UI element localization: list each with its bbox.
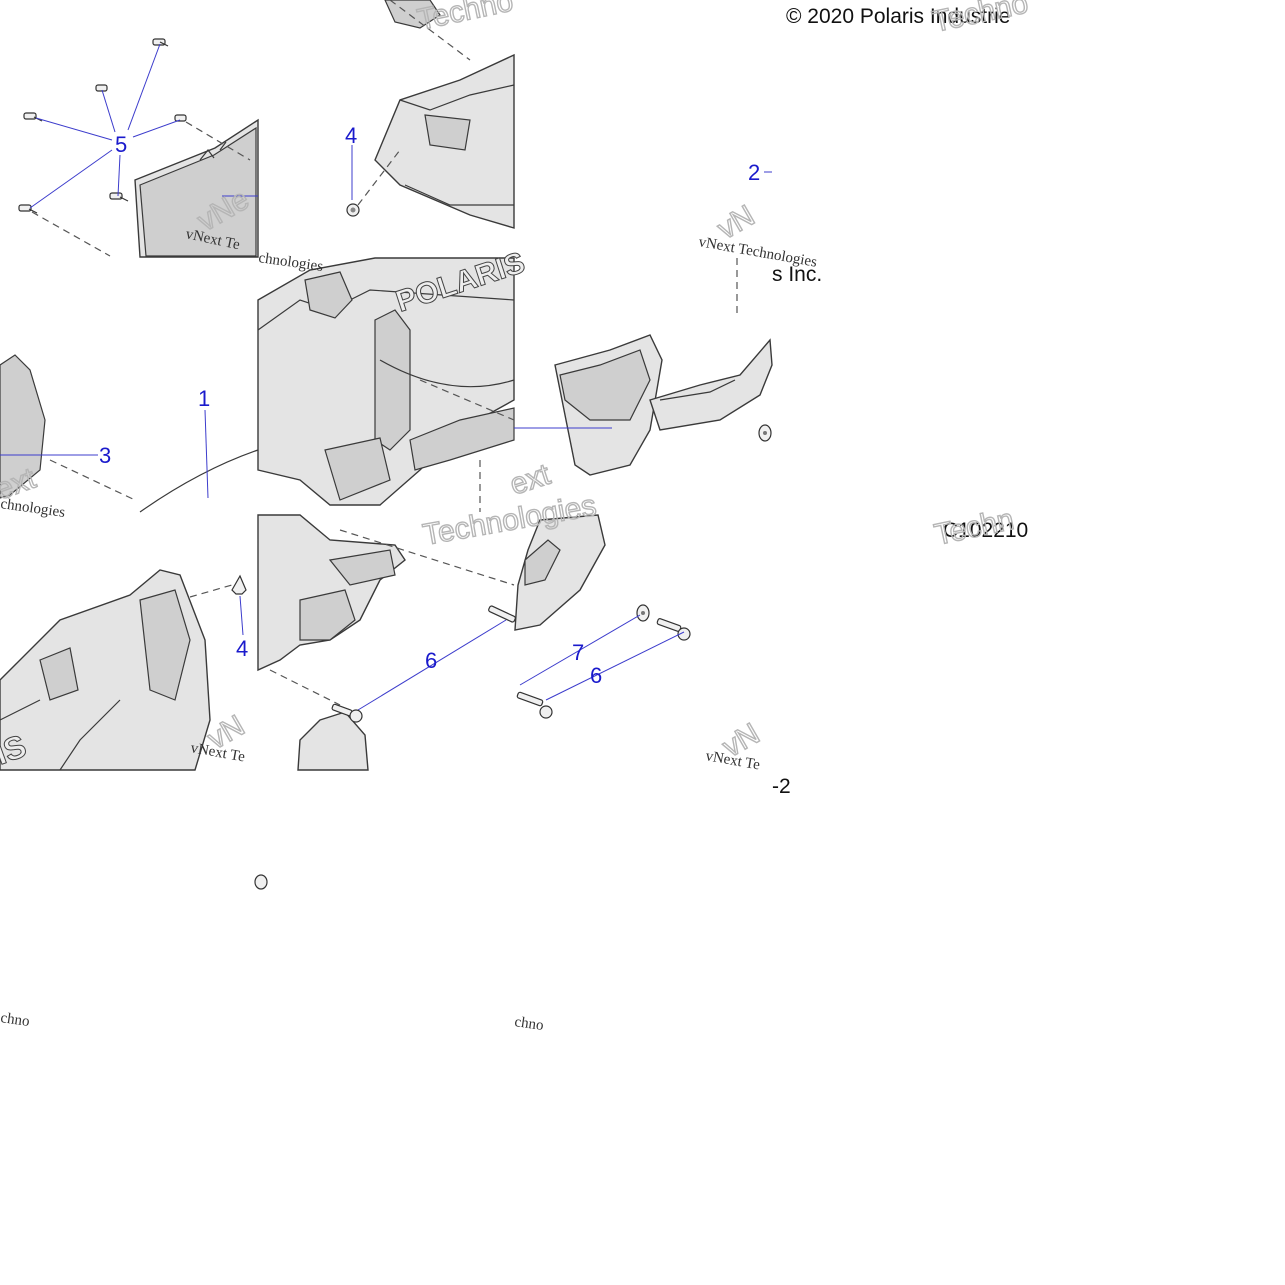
callout-3: 3 — [99, 443, 111, 468]
washer-7 — [636, 604, 650, 622]
grille-panel — [134, 118, 259, 258]
callout-4-lower: 4 — [236, 636, 248, 661]
tile-deflector-fasteners: 7 6 — [488, 514, 691, 719]
bolt-6-right-upper — [656, 618, 691, 641]
watermark-text: Techn — [932, 503, 1017, 552]
callout-5: 5 — [115, 132, 127, 157]
callout-2: 2 — [748, 160, 760, 185]
bolt-6-stud — [488, 605, 516, 623]
watermark-text: Techno — [930, 0, 1031, 39]
washer-fragment — [254, 874, 268, 890]
callout-1: 1 — [198, 386, 210, 411]
bolt-6-right-lower — [516, 691, 553, 719]
tile-grille-screws: 5 — [18, 38, 259, 258]
diagram-code-fragment: -2 — [772, 775, 791, 798]
watermark-text: chnologies — [257, 250, 324, 275]
watermark-text: ext — [506, 458, 555, 502]
push-pin-4 — [231, 574, 247, 595]
callout-4-top: 4 — [345, 123, 357, 148]
tile-upper-bumper: 4 — [345, 0, 515, 229]
copyright-text: © 2020 Polaris Industrie — [786, 5, 1010, 28]
copyright-fragment: s Inc. — [772, 263, 822, 286]
tile-skid-plate — [514, 334, 773, 476]
tile-side-grille: 1 3 — [0, 354, 259, 513]
bolt-6-left — [331, 703, 363, 723]
leader-lines-5 — [29, 43, 181, 209]
tile-main-bumper: POLARIS — [257, 246, 529, 512]
tile-corner-bumper: IS 4 — [0, 569, 248, 772]
screw-bolts-5 — [18, 38, 187, 214]
watermark-text: Techno — [415, 0, 516, 37]
watermark-text: vNext Technologies — [697, 234, 818, 271]
logo-fragment: IS — [0, 727, 31, 771]
watermarks: vNext Te vNext Technologies vNext Te vNe… — [0, 0, 1032, 1034]
diagram-code: C102210 — [943, 519, 1028, 542]
tile-lower-bumper: 6 — [257, 514, 515, 771]
washer-right — [758, 424, 772, 442]
watermark-text: chno — [513, 1014, 544, 1034]
callout-6-left: 6 — [425, 648, 437, 673]
callout-7: 7 — [572, 640, 584, 665]
nut-4-top — [346, 203, 360, 217]
watermark-text: chno — [0, 1010, 31, 1030]
callout-6-right: 6 — [590, 663, 602, 688]
